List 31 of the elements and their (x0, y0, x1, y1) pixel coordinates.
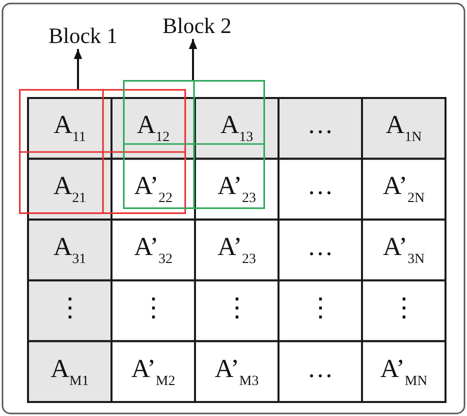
matrix-entry: A’$_{23}$ (217, 234, 256, 266)
matrix-entry: A’$_{M3}$ (214, 356, 259, 388)
arrow (188, 39, 198, 80)
matrix-entry: A$_{11}$ (54, 112, 86, 144)
matrix-entry: A’$_{32}$ (134, 234, 173, 266)
matrix-entry: ⋮ (390, 294, 417, 324)
matrix-entry: … (307, 234, 334, 263)
arrow (74, 49, 82, 89)
matrix-entry: A$_{21}$ (53, 173, 86, 206)
matrix-entry: … (307, 356, 334, 385)
matrix-entry: ⋮ (140, 294, 166, 324)
block-label: Block 1 (48, 24, 118, 48)
matrix-entry: A$_{M1}$ (50, 356, 89, 388)
block-window-outline (19, 89, 186, 214)
matrix-entry: … (307, 173, 334, 202)
block-window-outline (123, 80, 265, 209)
matrix-entry: A’$_{3N}$ (382, 234, 425, 266)
matrix-entry: A$_{13}$ (220, 112, 254, 144)
matrix-entry: A$_{12}$ (136, 112, 170, 144)
matrix-entry: ⋮ (56, 294, 83, 324)
block-label: Block 2 (162, 14, 232, 38)
matrix-entry: A’$_{MN}$ (380, 356, 428, 388)
matrix-entry: A’$_{2N}$ (382, 173, 425, 206)
matrix-entry: ⋮ (307, 294, 334, 324)
matrix-entry: A’$_{M2}$ (131, 356, 176, 388)
matrix-entry: ⋮ (224, 294, 250, 324)
matrix-entry: A$_{1N}$ (386, 112, 422, 144)
matrix-entry: … (307, 112, 334, 142)
matrix-entry: A’$_{23}$ (217, 173, 256, 206)
matrix-entry: A$_{31}$ (53, 234, 86, 266)
matrix-entry: A’$_{22}$ (134, 173, 173, 206)
